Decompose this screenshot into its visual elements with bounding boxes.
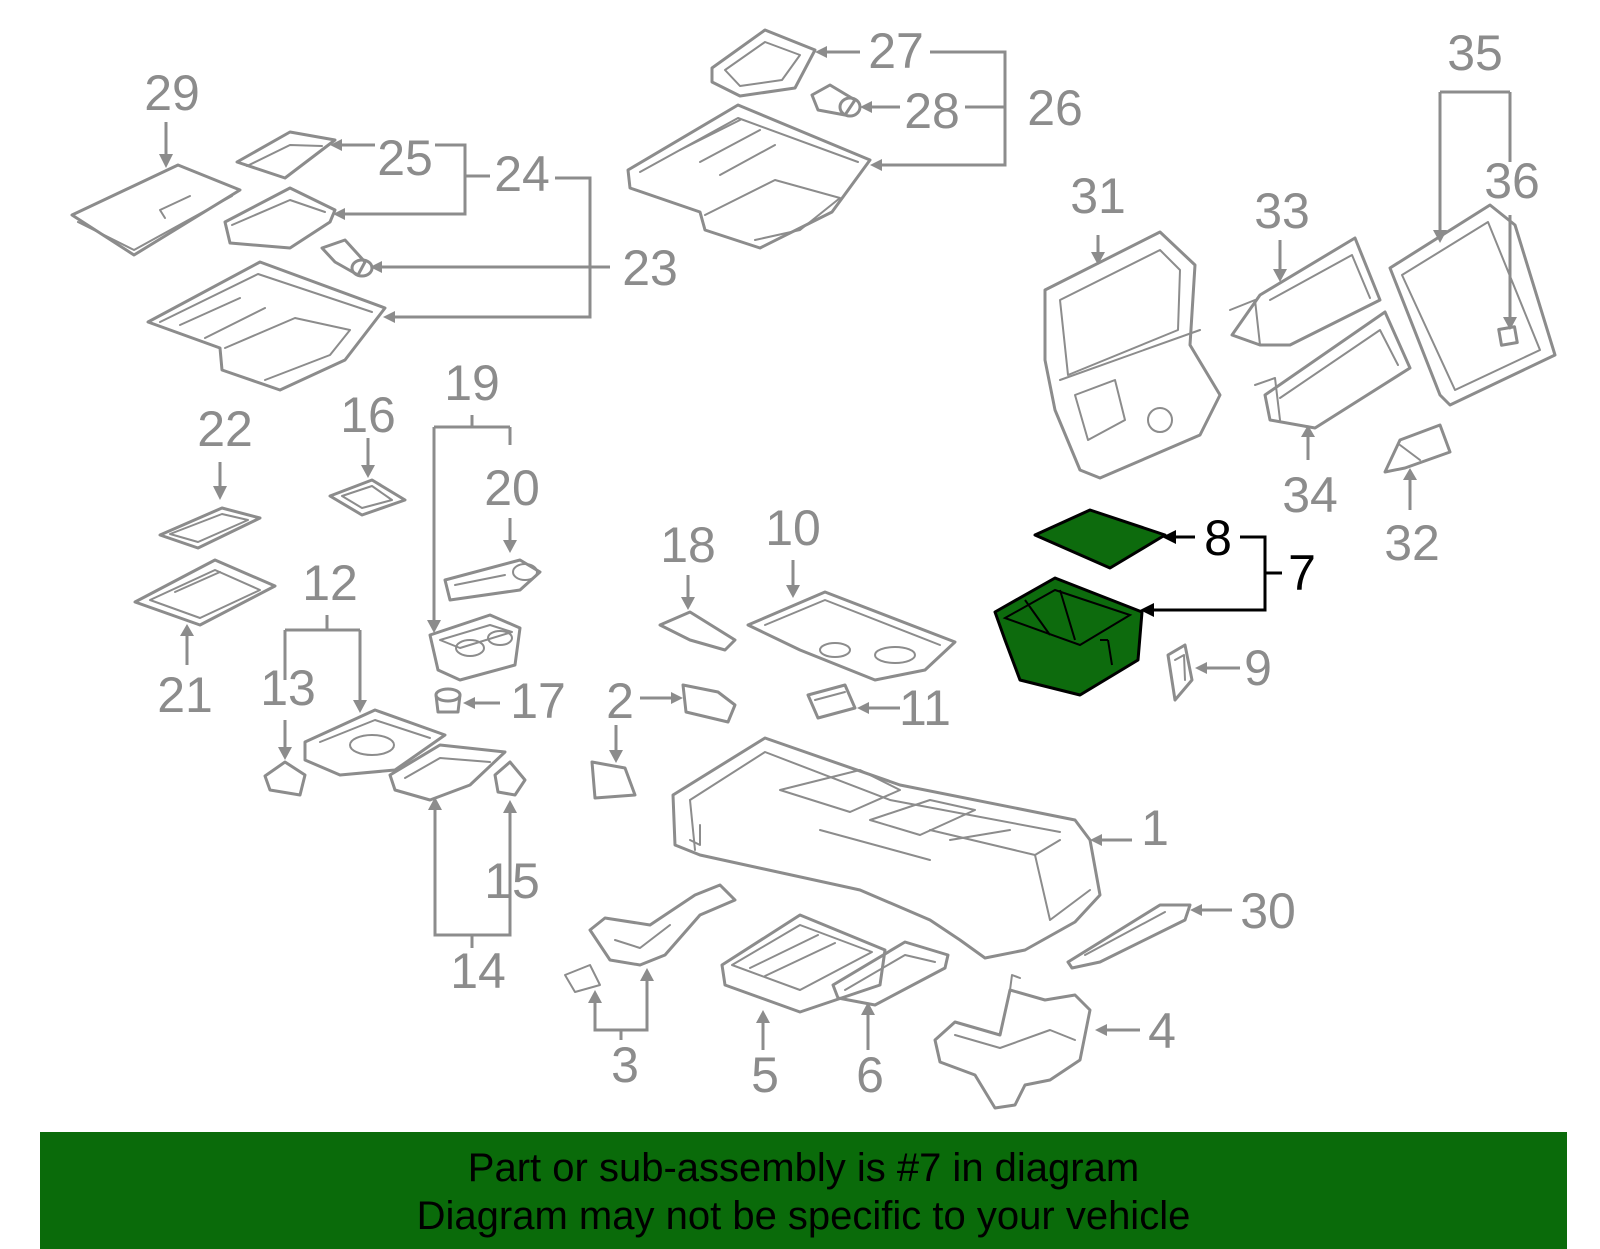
part-24-console-tray[interactable] (146, 260, 387, 392)
callout-1: 1 (1141, 800, 1169, 856)
callout-21: 21 (157, 667, 213, 723)
banner-line-disclaimer: Diagram may not be specific to your vehi… (416, 1194, 1191, 1238)
part-29-armrest-pad[interactable] (70, 163, 242, 257)
banner-line-part-info: Part or sub-assembly is #7 in diagram (467, 1146, 1140, 1190)
part-4-support-bracket[interactable] (933, 974, 1092, 1110)
callout-33: 33 (1254, 183, 1310, 239)
callout-34: 34 (1282, 467, 1338, 523)
part-2-panel[interactable] (590, 760, 637, 800)
part-34-pocket[interactable] (1254, 310, 1412, 430)
part-12-tray[interactable] (303, 708, 447, 777)
callout-19: 19 (444, 355, 500, 411)
part-31-trim-panel[interactable] (1043, 230, 1222, 480)
callout-13: 13 (260, 660, 316, 716)
callout-18: 18 (660, 517, 716, 573)
callout-28: 28 (904, 83, 960, 139)
callout-8-highlighted: 8 (1204, 510, 1232, 566)
callout-3: 3 (611, 1037, 639, 1093)
part-11-bracket[interactable] (806, 683, 857, 720)
part-35-side-panel[interactable] (1388, 203, 1557, 407)
callout-24: 24 (494, 146, 550, 202)
part-23-power-socket[interactable] (320, 238, 374, 278)
callout-4: 4 (1148, 1003, 1176, 1059)
callout-14: 14 (450, 943, 506, 999)
part-1-console-body[interactable] (671, 736, 1102, 960)
part-24-bin[interactable] (223, 186, 337, 250)
part-5-storage-tray[interactable] (720, 913, 887, 1014)
callout-30: 30 (1240, 883, 1296, 939)
part-7-storage-bin-highlighted[interactable] (993, 576, 1144, 697)
callout-25: 25 (377, 130, 433, 186)
part-27-tray[interactable] (710, 28, 817, 98)
part-17-cup[interactable] (434, 687, 462, 714)
part-22-mat[interactable] (158, 506, 262, 550)
callout-32: 32 (1384, 515, 1440, 571)
part-10-bezel[interactable] (746, 590, 957, 682)
part-26-console-top[interactable] (626, 103, 872, 250)
callout-16: 16 (340, 387, 396, 443)
part-20-cupholder-insert[interactable] (443, 558, 542, 602)
part-33-bezel[interactable] (1229, 236, 1382, 347)
part-16-ring[interactable] (328, 478, 407, 517)
callout-20: 20 (484, 460, 540, 516)
part-18-clip[interactable] (658, 610, 737, 652)
callout-27: 27 (868, 23, 924, 79)
callout-12: 12 (302, 555, 358, 611)
callout-6: 6 (856, 1047, 884, 1103)
info-banner: Part or sub-assembly is #7 in diagram Di… (40, 1132, 1567, 1249)
part-21-mat[interactable] (133, 558, 277, 627)
callout-23: 23 (622, 240, 678, 296)
part-3-bracket[interactable] (564, 883, 737, 993)
part-30-trim-strip[interactable] (1066, 903, 1192, 970)
callout-5: 5 (751, 1047, 779, 1103)
callout-31: 31 (1070, 168, 1126, 224)
part-14-tray[interactable] (388, 743, 507, 802)
callout-10: 10 (765, 500, 821, 556)
callout-26: 26 (1027, 80, 1083, 136)
callout-29: 29 (144, 65, 200, 121)
part-2-cover[interactable] (681, 683, 737, 724)
callout-7-highlighted: 7 (1288, 545, 1316, 601)
callout-15: 15 (484, 853, 540, 909)
callout-35: 35 (1447, 25, 1503, 81)
part-8-lid-highlighted[interactable] (1033, 508, 1167, 570)
callout-11: 11 (899, 680, 951, 736)
callout-17: 17 (510, 673, 566, 729)
part-19-cupholder[interactable] (428, 613, 522, 682)
part-9-latch[interactable] (1166, 643, 1194, 702)
part-28-socket[interactable] (810, 83, 862, 118)
part-32-clip[interactable] (1383, 423, 1452, 474)
callout-2: 2 (606, 673, 634, 729)
callout-36: 36 (1484, 153, 1540, 209)
part-13-clip[interactable] (263, 760, 307, 797)
part-6-bracket[interactable] (831, 940, 950, 1007)
part-15-clip[interactable] (493, 760, 527, 797)
callout-22: 22 (197, 401, 253, 457)
callout-9: 9 (1244, 640, 1272, 696)
part-25-lid[interactable] (235, 130, 337, 180)
